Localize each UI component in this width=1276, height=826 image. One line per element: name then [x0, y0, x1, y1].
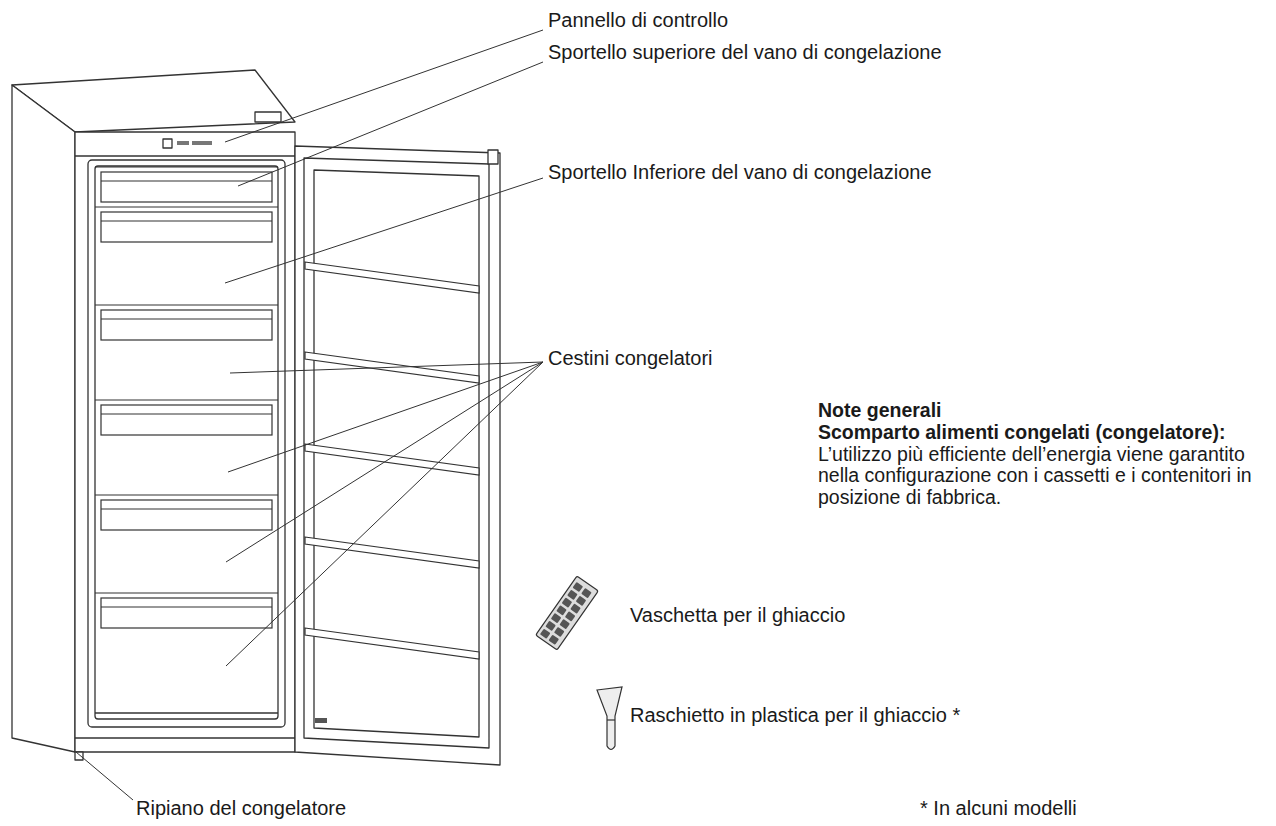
- freezer-cabinet-part: [95, 712, 278, 713]
- leader-lines: [76, 30, 543, 800]
- freezer-cabinet-part: [75, 752, 83, 760]
- part-label: Sportello superiore del vano di congelaz…: [548, 40, 942, 64]
- part-label: Cestini congelatori: [548, 346, 713, 370]
- note-subheading: Scomparto alimenti congelati (congelator…: [818, 421, 1225, 443]
- ice-tray-icon-part-part: [576, 596, 587, 606]
- freezer-drawers-part: [101, 606, 272, 607]
- freezer-cabinet-part: [88, 160, 285, 727]
- freezer-drawers-part: [95, 166, 278, 167]
- ice-tray-icon-part: [536, 576, 599, 650]
- ice-tray-icon-part: [540, 582, 592, 645]
- ice-tray-icon-part-part: [562, 597, 573, 607]
- freezer-drawers-part: [101, 220, 272, 221]
- freezer-door-part: [295, 146, 500, 765]
- freezer-drawers-part: [101, 310, 272, 340]
- freezer-cabinet-part: [255, 112, 281, 122]
- leader-lines-part: [228, 362, 543, 472]
- ice-tray-icon-part-part: [570, 603, 581, 613]
- freezer-drawers: [95, 167, 278, 628]
- ice-tray-icon-part-part: [556, 605, 567, 615]
- freezer-cabinet: [12, 70, 295, 760]
- accessory-label: Raschietto in plastica per il ghiaccio *: [630, 703, 960, 727]
- freezer-drawers-part: [101, 500, 272, 530]
- freezer-cabinet-part: [192, 141, 212, 145]
- freezer-drawers-part: [101, 180, 272, 181]
- note-text: L’utilizzo più efficiente dell’energia v…: [818, 443, 1252, 508]
- scraper-icon: [597, 687, 622, 750]
- leader-lines-part: [230, 362, 543, 373]
- ice-tray-icon-part-part: [554, 627, 565, 637]
- ice-tray-icon-part-part: [540, 629, 551, 639]
- ice-tray-icon-part-part: [565, 611, 576, 621]
- freezer-cabinet-part: [163, 139, 172, 148]
- leader-lines-part: [76, 752, 133, 800]
- leader-lines-part: [226, 362, 543, 562]
- door-shelves: [305, 262, 479, 659]
- leader-lines-part: [225, 178, 543, 283]
- freezer-drawers-part: [101, 172, 272, 202]
- leader-lines-part: [226, 362, 543, 666]
- freezer-drawers-part: [95, 399, 278, 400]
- accessory-label: Vaschetta per il ghiaccio: [630, 603, 845, 627]
- door-shelves-part: [305, 262, 479, 293]
- ice-tray-icon: [536, 576, 599, 650]
- ice-tray-icon-part-part: [573, 582, 584, 592]
- freezer-cabinet-part: [75, 737, 295, 738]
- leader-lines-part: [225, 30, 543, 142]
- freezer-drawers-part: [101, 598, 272, 628]
- freezer-drawers-part: [95, 206, 278, 207]
- scraper-icon-part: [597, 687, 622, 750]
- scraper-icon-part: [607, 719, 615, 720]
- part-label: Ripiano del congelatore: [136, 796, 346, 820]
- ice-tray-icon-part-part: [551, 613, 562, 623]
- freezer-cabinet-part: [75, 155, 295, 156]
- freezer-cabinet-part: [177, 141, 189, 145]
- footnote: * In alcuni modelli: [920, 796, 1077, 820]
- ice-tray-icon-part-part: [548, 635, 559, 645]
- door-shelves-part: [305, 628, 479, 659]
- freezer-drawers-part: [95, 494, 278, 495]
- freezer-door: [295, 146, 500, 765]
- freezer-door-part: [304, 158, 489, 748]
- freezer-cabinet-part: [75, 132, 295, 752]
- ice-tray-icon-part-part: [567, 590, 578, 600]
- ice-tray-icon-part-part: [559, 619, 570, 629]
- freezer-drawers-part: [101, 508, 272, 509]
- freezer-cabinet-part: [95, 166, 278, 719]
- freezer-door-part: [488, 150, 498, 164]
- door-shelves-part: [305, 537, 479, 568]
- note-heading: Note generali: [818, 400, 942, 422]
- freezer-drawers-part: [95, 304, 278, 305]
- ice-tray-icon-part-part: [545, 621, 556, 631]
- freezer-drawers-part: [101, 318, 272, 319]
- ice-tray-icon-part-part: [581, 588, 592, 598]
- freezer-door-part: [315, 718, 327, 723]
- freezer-drawers-part: [95, 592, 278, 593]
- leader-lines-part: [238, 62, 543, 186]
- freezer-drawers-part: [101, 212, 272, 242]
- part-label: Pannello di controllo: [548, 8, 728, 32]
- note-paragraph: Scomparto alimenti congelati (congelator…: [818, 422, 1276, 509]
- freezer-cabinet-part: [12, 85, 75, 752]
- part-label: Sportello Inferiore del vano di congelaz…: [548, 160, 932, 184]
- freezer-drawers-part: [101, 405, 272, 435]
- freezer-drawers-part: [101, 413, 272, 414]
